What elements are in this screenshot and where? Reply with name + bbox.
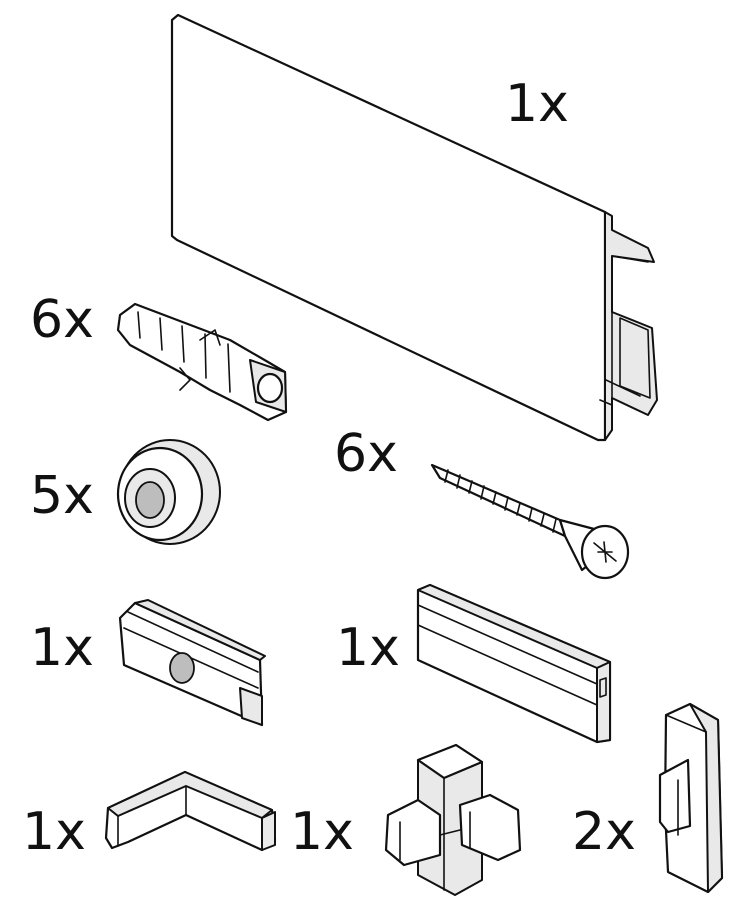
screw-quantity: 6x bbox=[334, 424, 398, 484]
corner-piece-quantity: 1x bbox=[22, 802, 86, 862]
mounting-clip-drawing bbox=[118, 599, 266, 727]
rail-drawing bbox=[170, 13, 658, 442]
cross-connector-quantity: 1x bbox=[290, 802, 354, 862]
rail-quantity: 1x bbox=[505, 74, 569, 134]
wall-plug-quantity: 6x bbox=[30, 290, 94, 350]
end-cap-drawing bbox=[658, 702, 724, 894]
cross-connector-drawing bbox=[384, 743, 522, 896]
corner-piece-drawing bbox=[104, 770, 277, 852]
screw-drawing bbox=[430, 463, 630, 580]
mounting-clip-quantity: 1x bbox=[30, 618, 94, 678]
spacer-washer-quantity: 5x bbox=[30, 466, 94, 526]
wall-plug-drawing bbox=[116, 302, 288, 422]
end-cap-quantity: 2x bbox=[572, 802, 636, 862]
rail-connector-drawing bbox=[416, 583, 612, 744]
rail-connector-quantity: 1x bbox=[336, 618, 400, 678]
spacer-washer-drawing bbox=[116, 439, 221, 545]
